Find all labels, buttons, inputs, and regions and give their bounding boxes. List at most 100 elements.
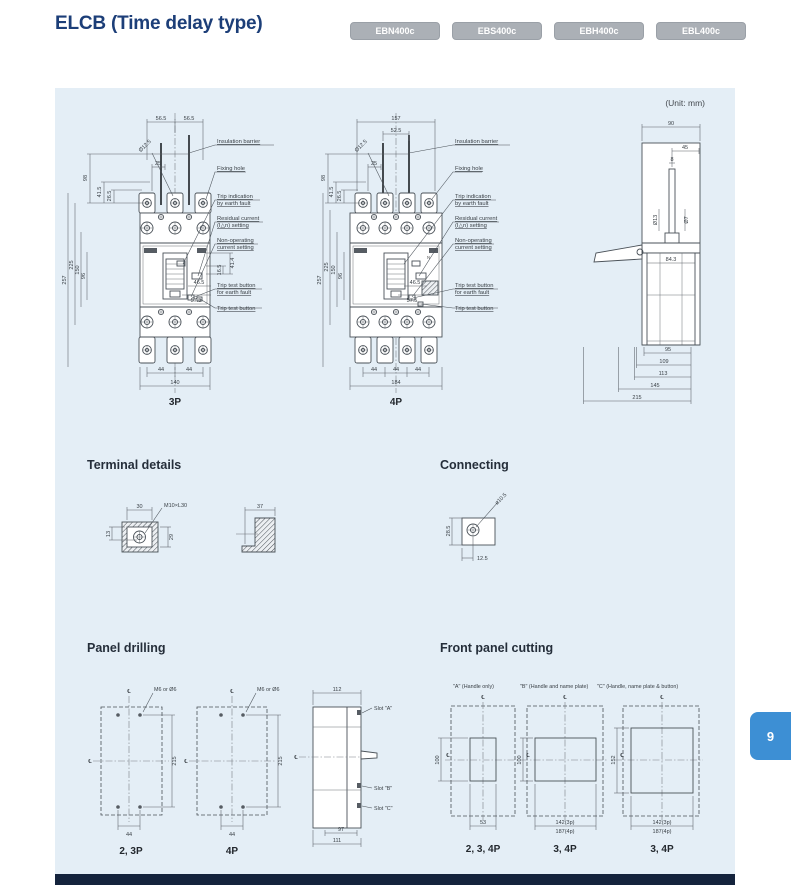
centerline-icon: ℄ [660,694,664,701]
dim-label: 44 [186,367,192,373]
dim-label: 44 [229,832,235,838]
dim-label: 152 [611,755,617,764]
centerline-icon: ℄ [481,694,485,701]
centerline-icon: ℄ [563,694,567,701]
callout-residual-1: Residual current [217,216,260,222]
drilling-label-23p: 2, 3P [119,846,143,857]
dim-label: 98 [321,175,327,181]
dim-label: 44 [371,367,377,373]
dim-label: 56.5 [184,116,195,122]
dim-label: 41.4 [230,258,236,269]
dim-label: 26.5 [107,191,113,202]
dim-label: 28.5 [446,526,452,537]
dim-label: 215 [172,756,178,765]
model-button-group: EBN400c EBS400c EBH400c EBL400c [350,22,746,40]
dim-label: 44 [393,367,399,373]
terminal-side [236,507,276,553]
slot-c-label: Slot "C" [374,806,393,812]
dim-label: 142(3p) [653,820,672,826]
dim-label: 44 [126,832,132,838]
dim-label: 142(3p) [556,820,575,826]
drilling-side-profile [299,690,378,847]
callout-trip-indication-1: Trip indication [217,194,253,200]
cutting-label-b: 3, 4P [553,844,577,855]
dim-label: 52.5 [391,128,402,134]
cutting-label-c: 3, 4P [650,844,674,855]
cutting-a-title: "A" (Handle only) [453,684,494,690]
dim-label: 225 [69,260,75,269]
side-dimensions [583,124,701,404]
callout-residual-2: (I△n) setting [455,223,487,229]
callout-insulation-barrier: Insulation barrier [217,139,260,145]
cutting-label-a: 2, 3, 4P [466,844,501,855]
dim-label: 25 [155,161,161,167]
dim-label: 215 [278,756,284,765]
callout-trip-test-earth-1: Trip test button [217,283,255,289]
model-button-ebh400c[interactable]: EBH400c [554,22,644,40]
drawing-terminal-details: 30 13 29 M10×L30 37 [106,503,276,553]
drawing-front-4p: N 157 52.5 25 98 41.5 26.5 Ø12.5 [317,113,510,408]
dim-label: 257 [317,275,323,284]
cutting-c-title: "C" (Handle, name plate & button) [597,684,678,690]
page-number-tab[interactable]: 9 [750,712,791,760]
dim-label: 111 [333,838,341,844]
breaker-body-4p [349,135,443,364]
callout-fixing-hole: Fixing hole [455,166,483,172]
centerline-icon: ℄ [230,688,234,695]
model-button-ebs400c[interactable]: EBS400c [452,22,542,40]
callout-leaders-3p [182,144,274,309]
dim-label: 225 [324,262,330,271]
dim-label: 140 [170,380,179,386]
view-label-4p: 4P [390,397,403,408]
callout-trip-indication-2: by earth fault [217,201,251,207]
dim-label: 13 [106,531,112,537]
dim-label: 215 [632,395,641,401]
dim-label: 26.5 [337,191,343,202]
dim-label: 46.5 [194,280,205,286]
callout-insulation-barrier: Insulation barrier [455,139,498,145]
view-label-3p: 3P [169,397,182,408]
dim-label: 37 [257,504,263,510]
centerline-icon: ℄ [620,752,624,759]
dim-label: 95 [665,347,671,353]
callout-trip-test-earth-2: for earth fault [217,290,252,296]
cutting-a [438,702,519,830]
dim-label: 44 [158,367,164,373]
dim-label: 98 [83,175,89,181]
side-body [593,142,701,346]
dim-label: 100 [435,755,441,764]
footer-bar [55,874,735,885]
dim-label: Ø12.5 [138,139,153,154]
dim-label: 96 [81,273,87,279]
model-button-ebn400c[interactable]: EBN400c [350,22,440,40]
dim-label: 112 [333,687,342,693]
dimensions-3p [67,119,233,390]
drawing-connecting: ø10.5 28.5 12.5 [446,492,508,562]
centerline-icon: ℄ [184,758,188,765]
callout-residual-1: Residual current [455,216,498,222]
dim-label: 29 [169,534,175,540]
section-heading-front-panel-cutting: Front panel cutting [440,641,554,655]
section-heading-terminal-details: Terminal details [87,458,182,472]
dim-label: 187(4p) [653,829,672,835]
dim-label: Ø7 [684,216,690,223]
dim-label: 100 [517,755,523,764]
dim-label: 113 [659,371,668,377]
callout-fixing-hole: Fixing hole [217,166,245,172]
drilling-label-4p: 4P [226,846,239,857]
centerline-icon: ℄ [294,754,298,761]
centerline-icon: ℄ [88,758,92,765]
section-heading-connecting: Connecting [440,458,509,472]
page-title: ELCB (Time delay type) [55,13,263,34]
callout-trip-indication-1: Trip indication [455,194,491,200]
screw-spec-label: M10×L30 [164,503,187,509]
dim-label: 56.5 [156,116,167,122]
model-button-ebl400c[interactable]: EBL400c [656,22,746,40]
callout-nonop-1: Non-operating [217,238,254,244]
dim-label: 16.5 [217,265,223,276]
dim-label: 12.5 [477,556,488,562]
dim-label: Ø12.5 [354,139,369,154]
drawing-front-panel-cutting: "A" (Handle only) "B" (Handle and name p… [435,684,703,855]
dim-label: 157 [391,116,400,122]
callout-nonop-2: current setting [217,245,254,251]
